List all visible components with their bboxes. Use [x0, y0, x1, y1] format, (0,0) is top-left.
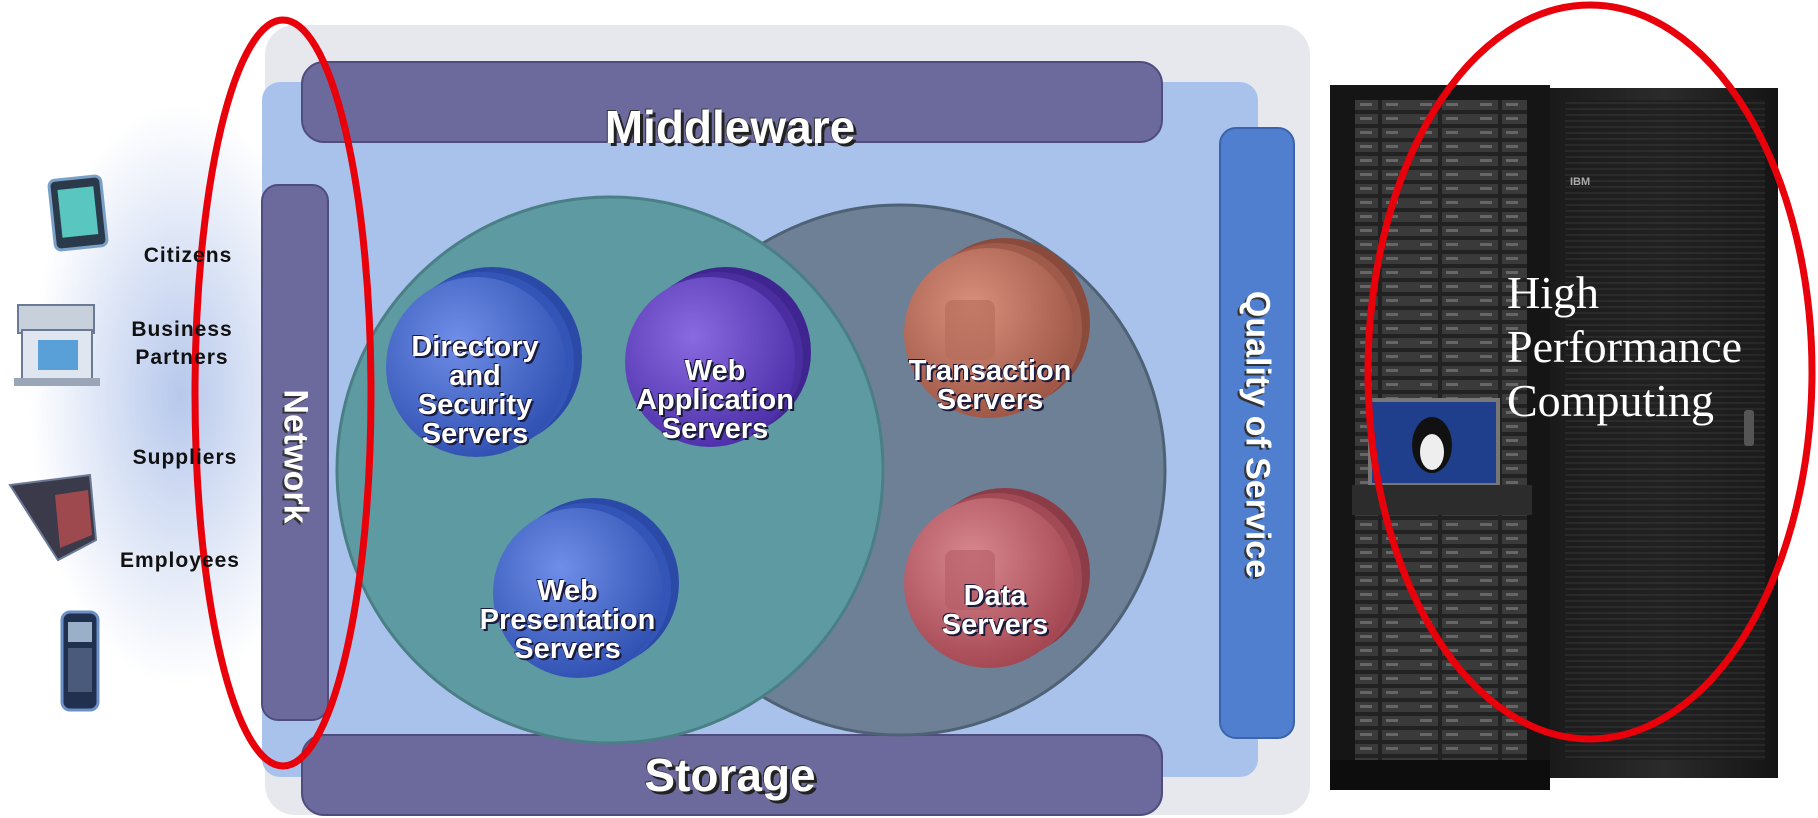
- handheld-terminal-icon: [8, 473, 98, 562]
- directory-server-stack: [386, 267, 582, 457]
- data-server-stack: [904, 488, 1090, 668]
- user-label-business: Business Partners: [131, 318, 233, 369]
- middleware-bar: [301, 61, 1163, 143]
- web-presentation-server-stack: [493, 498, 679, 678]
- middleware-label: Middleware: [604, 101, 856, 153]
- rack-brand-logo: IBM: [1570, 176, 1591, 188]
- server-rack: [1330, 85, 1778, 790]
- user-label-employees: Employees: [120, 549, 240, 572]
- user-label-suppliers: Suppliers: [132, 446, 238, 469]
- qos-label: Quality of Service: [1238, 290, 1277, 579]
- web-app-server-stack: [625, 267, 811, 447]
- users-glow: [30, 105, 330, 685]
- network-label: Network: [276, 389, 315, 524]
- user-label-citizens: Citizens: [143, 244, 233, 267]
- storage-label: Storage: [644, 749, 816, 801]
- network-bar: [261, 184, 329, 721]
- storage-bar: [301, 734, 1163, 816]
- hpc-highlight-ellipse: [1364, 1, 1816, 743]
- network-highlight-ellipse: [191, 16, 375, 770]
- transaction-server-stack: [904, 238, 1090, 418]
- laptop-icon: [14, 304, 100, 386]
- mobile-phone-icon: [60, 610, 100, 712]
- qos-bar: [1219, 127, 1295, 739]
- pda-icon: [47, 174, 109, 252]
